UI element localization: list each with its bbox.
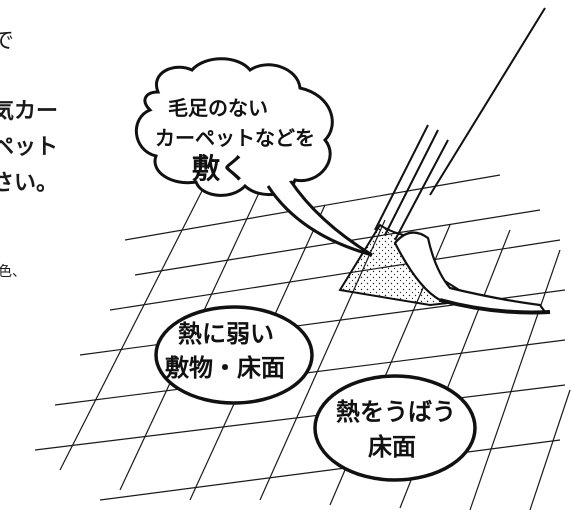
heater-edge	[393, 231, 548, 314]
callout-line-3: 敷く	[192, 152, 248, 185]
left-text-line-3: ペット	[0, 135, 58, 160]
label-weak-line-2: 敷物・床面	[165, 354, 285, 382]
floor-edge-line	[439, 298, 551, 315]
label-shield-line-1: 熱をうばう	[336, 398, 456, 426]
callout-tail-join	[271, 175, 293, 185]
label-oval-shield	[313, 374, 477, 482]
callout-tail	[266, 179, 373, 257]
heater-pole	[374, 7, 546, 241]
label-weak-line-1: 熱に弱い	[178, 320, 274, 348]
callout-line-1: 毛足のない	[168, 96, 268, 120]
label-shield-line-2: 床面	[368, 433, 416, 461]
left-text-block: で 気カー ペット さい。 色、	[0, 29, 58, 280]
left-text-line-5: 色、	[0, 263, 26, 280]
left-text-line-2: 気カー	[0, 98, 58, 124]
left-text-line-1: で	[0, 29, 14, 54]
callout-bubble	[134, 57, 334, 197]
label-oval-weak	[154, 305, 314, 405]
left-text-line-4: さい。	[0, 171, 58, 196]
callout-line-2: カーペットなどを	[155, 126, 315, 150]
